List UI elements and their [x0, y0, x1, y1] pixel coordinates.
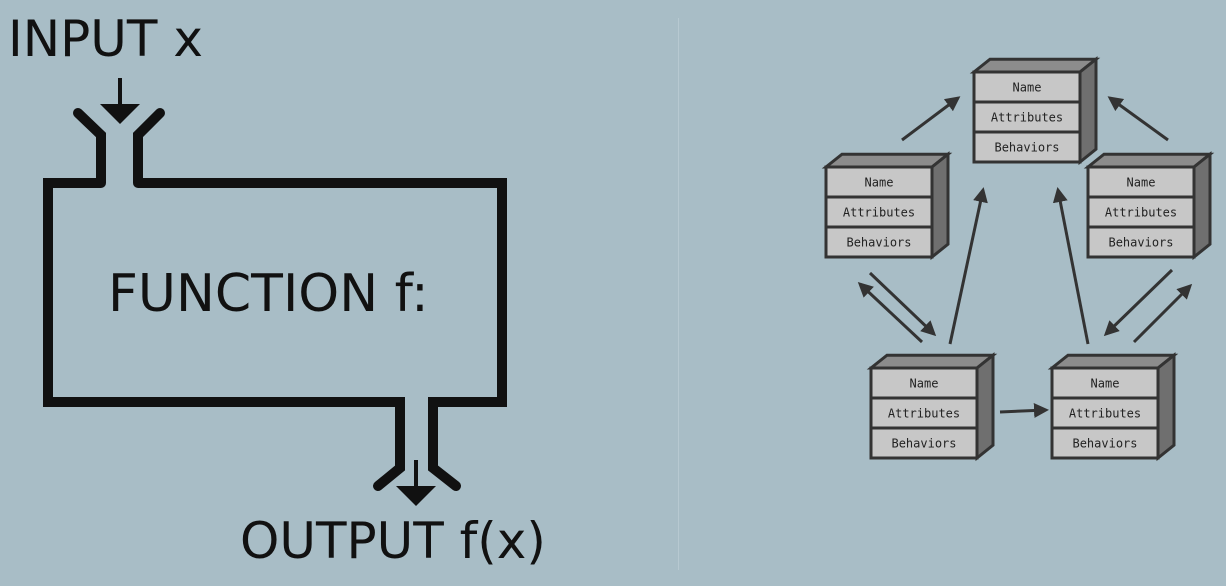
arrow-bottomright-to-top [1052, 187, 1090, 345]
arrow-right-to-top [1107, 96, 1169, 142]
object-box-row [1050, 396, 1160, 430]
object-row-label: Name [910, 377, 939, 391]
arrow-right-bottomright-b [1132, 283, 1193, 344]
object-row-label: Attributes [843, 206, 915, 220]
object-network-drawing: NameAttributesBehaviorsNameAttributesBeh… [821, 56, 1215, 462]
panel-divider [678, 18, 679, 570]
input-arrow-head [100, 104, 140, 124]
output-label: OUTPUT f(x) [240, 512, 546, 570]
object-box-row [824, 165, 934, 199]
object-box-row [869, 426, 979, 460]
function-box-outline [43, 108, 507, 491]
object-row-label: Behaviors [1072, 437, 1137, 451]
object-row-label: Attributes [888, 407, 960, 421]
object-row-label: Name [865, 176, 894, 190]
object-row-label: Name [1013, 81, 1042, 95]
connection-arrows [857, 96, 1193, 419]
function-diagram: INPUT x FUNCTION f: OUTPUT f(x) [8, 10, 546, 570]
object-box-side-face [1156, 352, 1176, 462]
object-box-row [869, 396, 979, 430]
object-row-label: Name [1091, 377, 1120, 391]
object-box-row [1050, 426, 1160, 460]
object-row-label: Attributes [991, 111, 1063, 125]
object-row-label: Behaviors [994, 141, 1059, 155]
object-box-top-face [969, 57, 1101, 74]
object-row-label: Behaviors [1108, 236, 1173, 250]
object-box-row [869, 366, 979, 400]
object-box-row [824, 225, 934, 259]
arrow-bottomleft-to-bottomright [999, 403, 1049, 419]
object-box-row [972, 70, 1082, 104]
object-row-label: Attributes [1069, 407, 1141, 421]
arrow-left-bottomleft-b [857, 281, 924, 344]
output-arrow-head [396, 486, 436, 506]
object-box-row [1050, 366, 1160, 400]
object-box-side-face [975, 352, 995, 462]
object-box-row [972, 130, 1082, 164]
object-box-top-face [866, 353, 998, 370]
object-boxes: NameAttributesBehaviorsNameAttributesBeh… [821, 56, 1215, 462]
object-box-row [1086, 225, 1196, 259]
object-box-side-face [1192, 151, 1212, 261]
object-box-side-face [1078, 56, 1098, 166]
input-label: INPUT x [8, 10, 203, 68]
object-row-label: Behaviors [846, 236, 911, 250]
arrow-bottomleft-to-top [948, 187, 988, 345]
object-box-side-face [930, 151, 950, 261]
object-row-label: Name [1127, 176, 1156, 190]
arrow-left-bottomleft-a [868, 271, 937, 337]
arrow-left-to-top [901, 96, 961, 142]
object-box-top-face [1047, 353, 1179, 370]
function-label: FUNCTION f: [108, 264, 429, 324]
object-box-top-face [821, 152, 953, 169]
object-box-row [824, 195, 934, 229]
object-row-label: Attributes [1105, 206, 1177, 220]
object-box-top-face [1083, 152, 1215, 169]
object-box-row [1086, 195, 1196, 229]
function-machine-drawing [43, 78, 507, 506]
object-row-label: Behaviors [891, 437, 956, 451]
arrow-right-bottomright-a [1103, 268, 1174, 337]
